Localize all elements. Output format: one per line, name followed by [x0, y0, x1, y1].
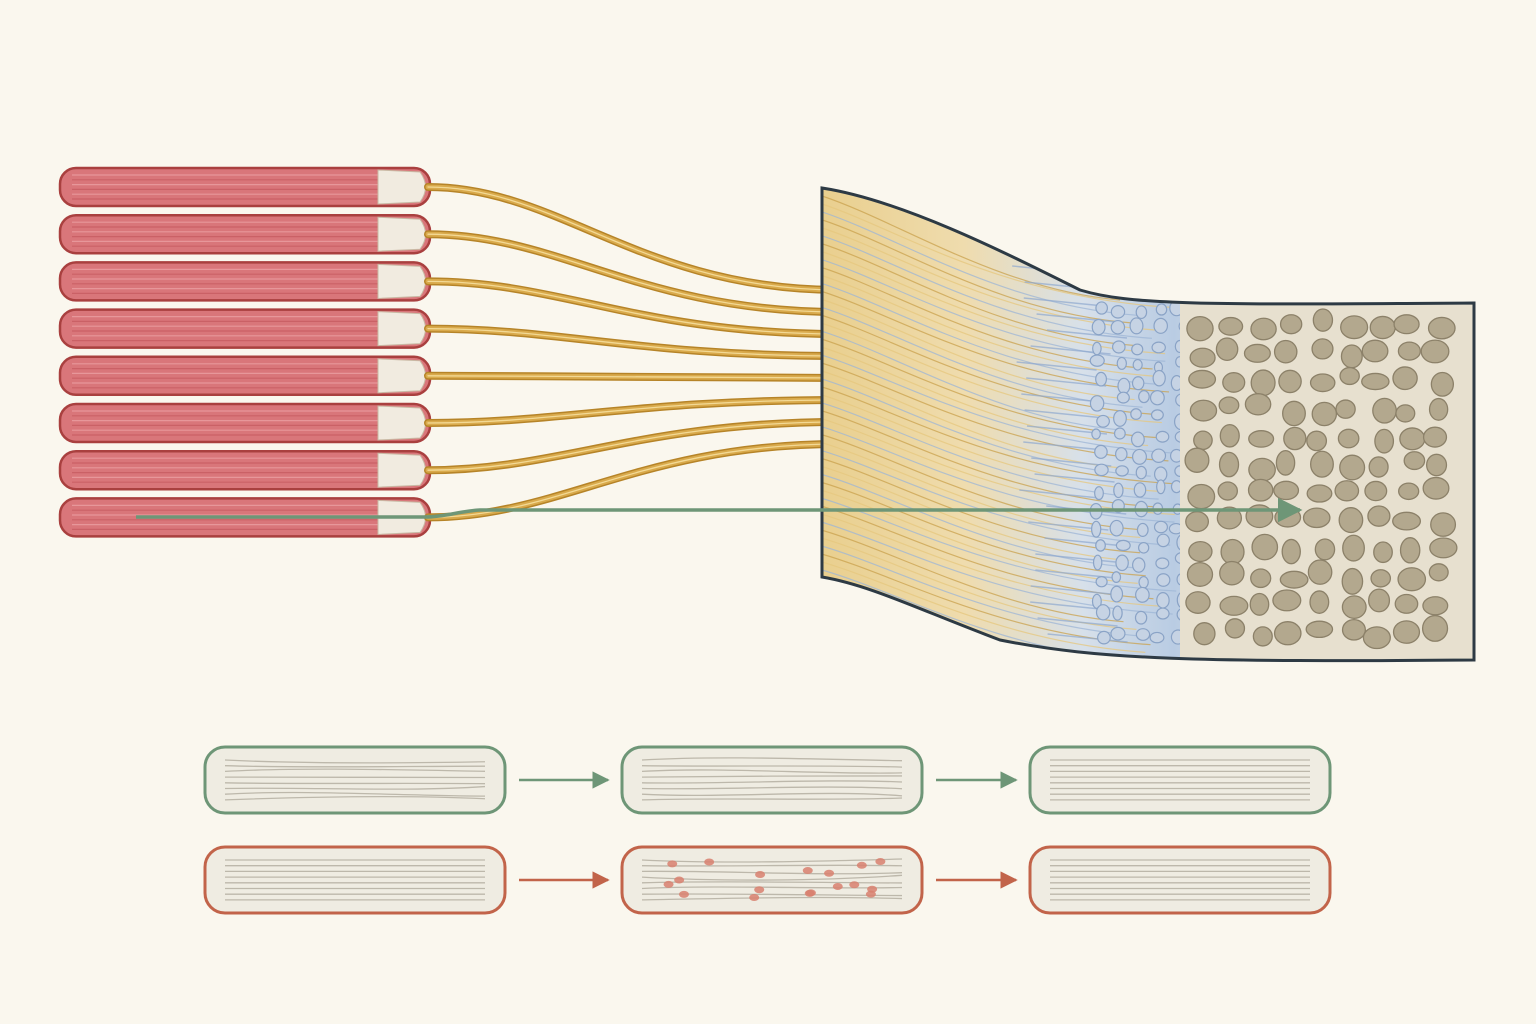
- load-transfer-arrow: [136, 497, 1303, 523]
- tendon-strand: [424, 183, 844, 294]
- tissue-fascicle: [620, 845, 924, 915]
- enthesis-insertion-block: [820, 186, 1476, 663]
- muscle-fiber: [58, 261, 432, 302]
- muscle-fiber-bundle: [58, 166, 432, 538]
- muscle-fiber: [58, 166, 432, 208]
- muscle-fiber: [58, 213, 432, 255]
- tendon-strands: [424, 183, 844, 522]
- tendon-strand: [424, 324, 844, 360]
- tissue-fascicle: [620, 745, 924, 815]
- tendon-strand: [424, 230, 844, 316]
- muscle-fiber: [58, 402, 432, 444]
- muscle-fiber: [58, 355, 432, 397]
- tendon-strand: [424, 418, 844, 475]
- arrow-right-icon: [136, 497, 1303, 523]
- tendon-strand: [424, 440, 844, 522]
- muscle-fiber: [58, 449, 432, 491]
- tissue-fascicle: [203, 845, 507, 915]
- tissue-fascicle: [203, 745, 507, 815]
- tissue-fascicle: [1028, 745, 1332, 815]
- healing-sequences: [203, 745, 1332, 915]
- trabecular-bone: [1180, 300, 1474, 661]
- muscle-fiber: [58, 308, 432, 349]
- tendon-strand: [424, 277, 844, 338]
- tendon-strand: [424, 396, 844, 427]
- normal-healing-row: [203, 745, 1332, 815]
- tissue-fascicle: [1028, 845, 1332, 915]
- tendon-strand: [424, 371, 844, 382]
- injury-healing-row: [203, 845, 1332, 915]
